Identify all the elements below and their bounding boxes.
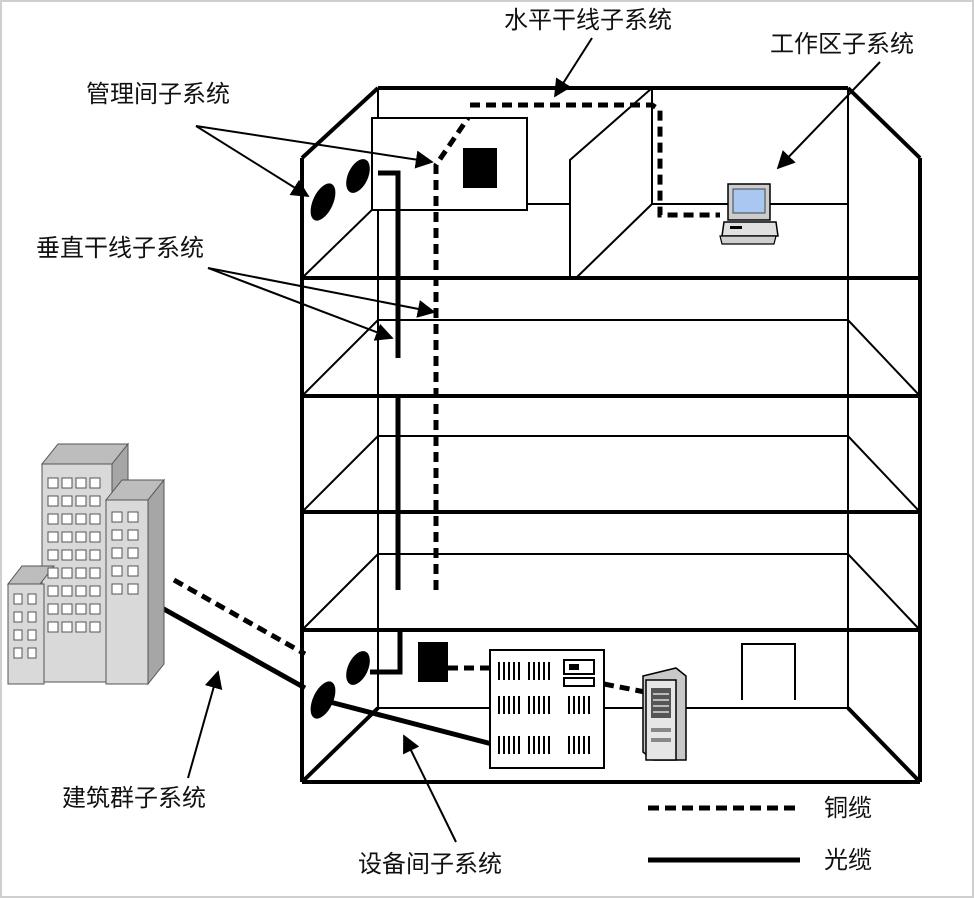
wall-outlet-icon <box>346 159 370 193</box>
label-work-area-subsystem: 工作区子系统 <box>770 30 914 58</box>
patch-panel-box <box>463 148 497 188</box>
wall-outlet-icon <box>310 183 336 221</box>
floor-slabs <box>301 203 921 632</box>
label-horizontal-subsystem: 水平干线子系统 <box>504 6 672 34</box>
legend-copper-label: 铜缆 <box>824 794 872 822</box>
doorway <box>741 643 796 700</box>
label-vertical-subsystem: 垂直干线子系统 <box>36 234 204 262</box>
label-equipment-subsystem: 设备间子系统 <box>358 850 502 878</box>
label-campus-subsystem: 建筑群子系统 <box>62 784 206 812</box>
building-cluster-icon <box>6 442 166 686</box>
fiber-cables <box>160 170 493 747</box>
legend-fiber-label: 光缆 <box>824 846 872 874</box>
wall-outlet-icon <box>346 651 370 685</box>
distribution-box <box>418 642 448 682</box>
building-outline <box>300 86 922 784</box>
wall-outlet-icon <box>310 681 336 719</box>
legend: 铜缆 光缆 <box>648 794 872 874</box>
copper-cables <box>172 102 720 695</box>
equipment-rack <box>489 649 605 769</box>
label-management-subsystem: 管理间子系统 <box>86 80 230 108</box>
work-area-room <box>569 87 848 279</box>
management-panel <box>371 117 528 211</box>
computer-icon <box>719 183 779 245</box>
callout-arrows <box>187 37 881 843</box>
server-tower-icon <box>642 667 687 761</box>
